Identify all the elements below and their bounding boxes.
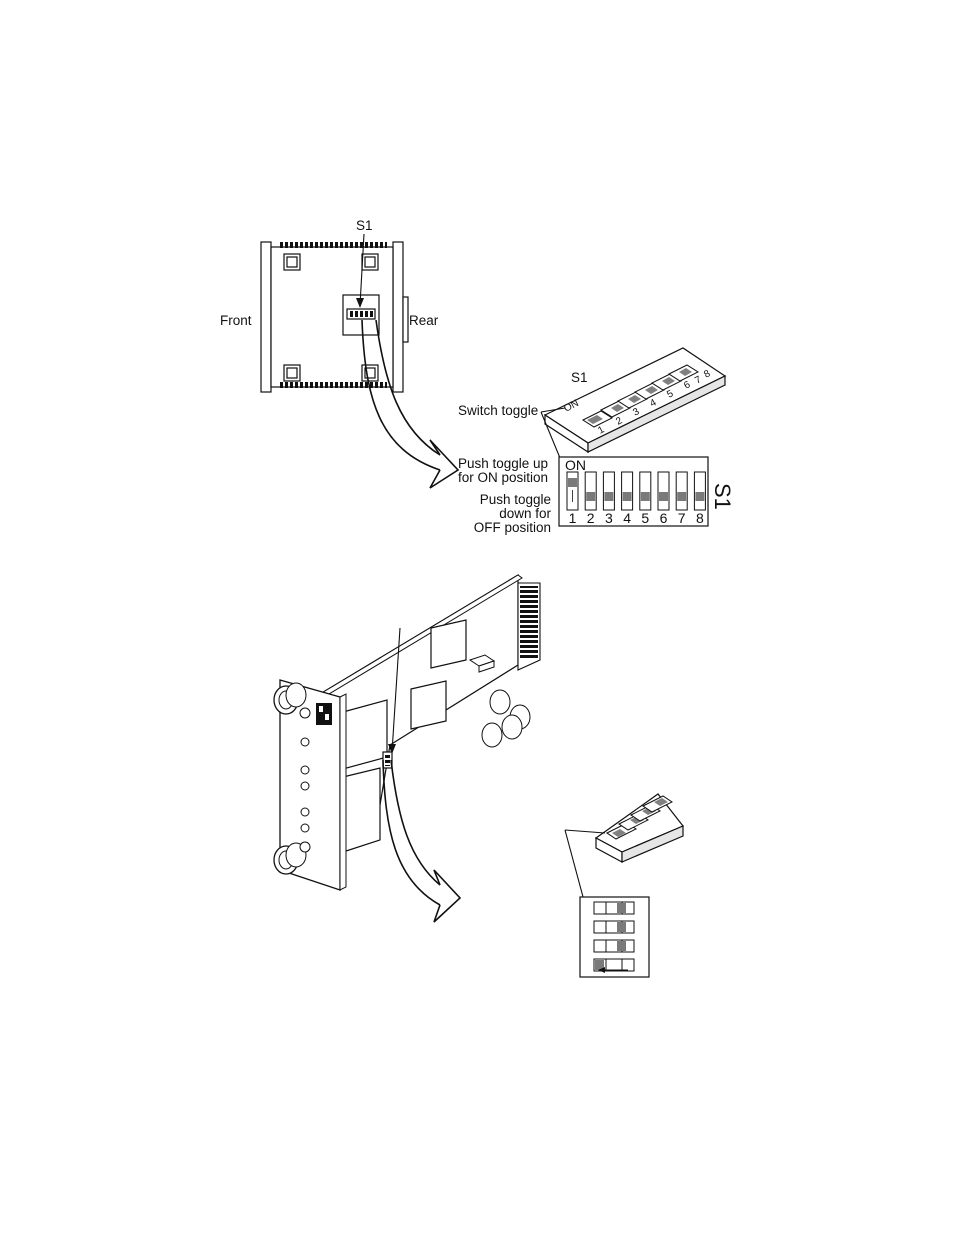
switch-3d-bottom [596,794,683,862]
dip-slot-8 [694,472,705,510]
dip-position-label-7: 7 [678,510,686,526]
card-perspective-view [274,575,540,890]
dip-toggle-6 [659,492,668,501]
s1-callout-label: S1 [356,218,373,233]
dip-toggle-4 [623,492,632,501]
dip-slot-4 [622,472,633,510]
dip-slot-3 [603,472,614,510]
switch-toggle-label: Switch toggle [458,403,538,418]
s1-side-label: S1 [710,483,735,510]
push-down-line1: Push toggle [480,492,551,507]
switch-detail-2d-bottom [580,897,649,977]
bottom-curved-arrow [383,760,460,922]
switch-3d-top: 1 2 3 4 5 6 7 8 ON [545,348,725,452]
dip-toggle-7 [677,492,686,501]
dip-row-3 [594,940,634,952]
dip-slot-7 [676,472,687,510]
dip-position-label-4: 4 [623,510,631,526]
dip-slot-2 [585,472,596,510]
dip-row-2 [594,921,634,933]
push-down-line2: down for [499,506,551,521]
on-label: ON [565,457,586,473]
dip-row-1 [594,902,634,914]
dip-row-toggle-3 [617,941,626,951]
dip-toggle-2 [586,492,595,501]
dip-toggle-5 [641,492,650,501]
dip-slot-6 [658,472,669,510]
rear-label: Rear [409,313,439,328]
push-up-line2: for ON position [458,470,548,485]
s1-3d-label: S1 [571,370,588,385]
dip-position-label-5: 5 [641,510,649,526]
dip-position-label-2: 2 [587,510,595,526]
push-up-line1: Push toggle up [458,456,548,471]
dip-toggle-8 [695,492,704,501]
dip-position-label-6: 6 [660,510,668,526]
dip-toggle-1 [568,478,577,487]
dip-row-toggle-1 [617,903,626,913]
dip-row-toggle-2 [617,922,626,932]
dip-position-label-8: 8 [696,510,704,526]
dip-position-label-3: 3 [605,510,613,526]
dip-slot-5 [640,472,651,510]
dip-toggle-3 [604,492,613,501]
push-down-line3: OFF position [474,520,551,535]
dip-position-label-1: 1 [569,510,577,526]
front-label: Front [220,313,252,328]
